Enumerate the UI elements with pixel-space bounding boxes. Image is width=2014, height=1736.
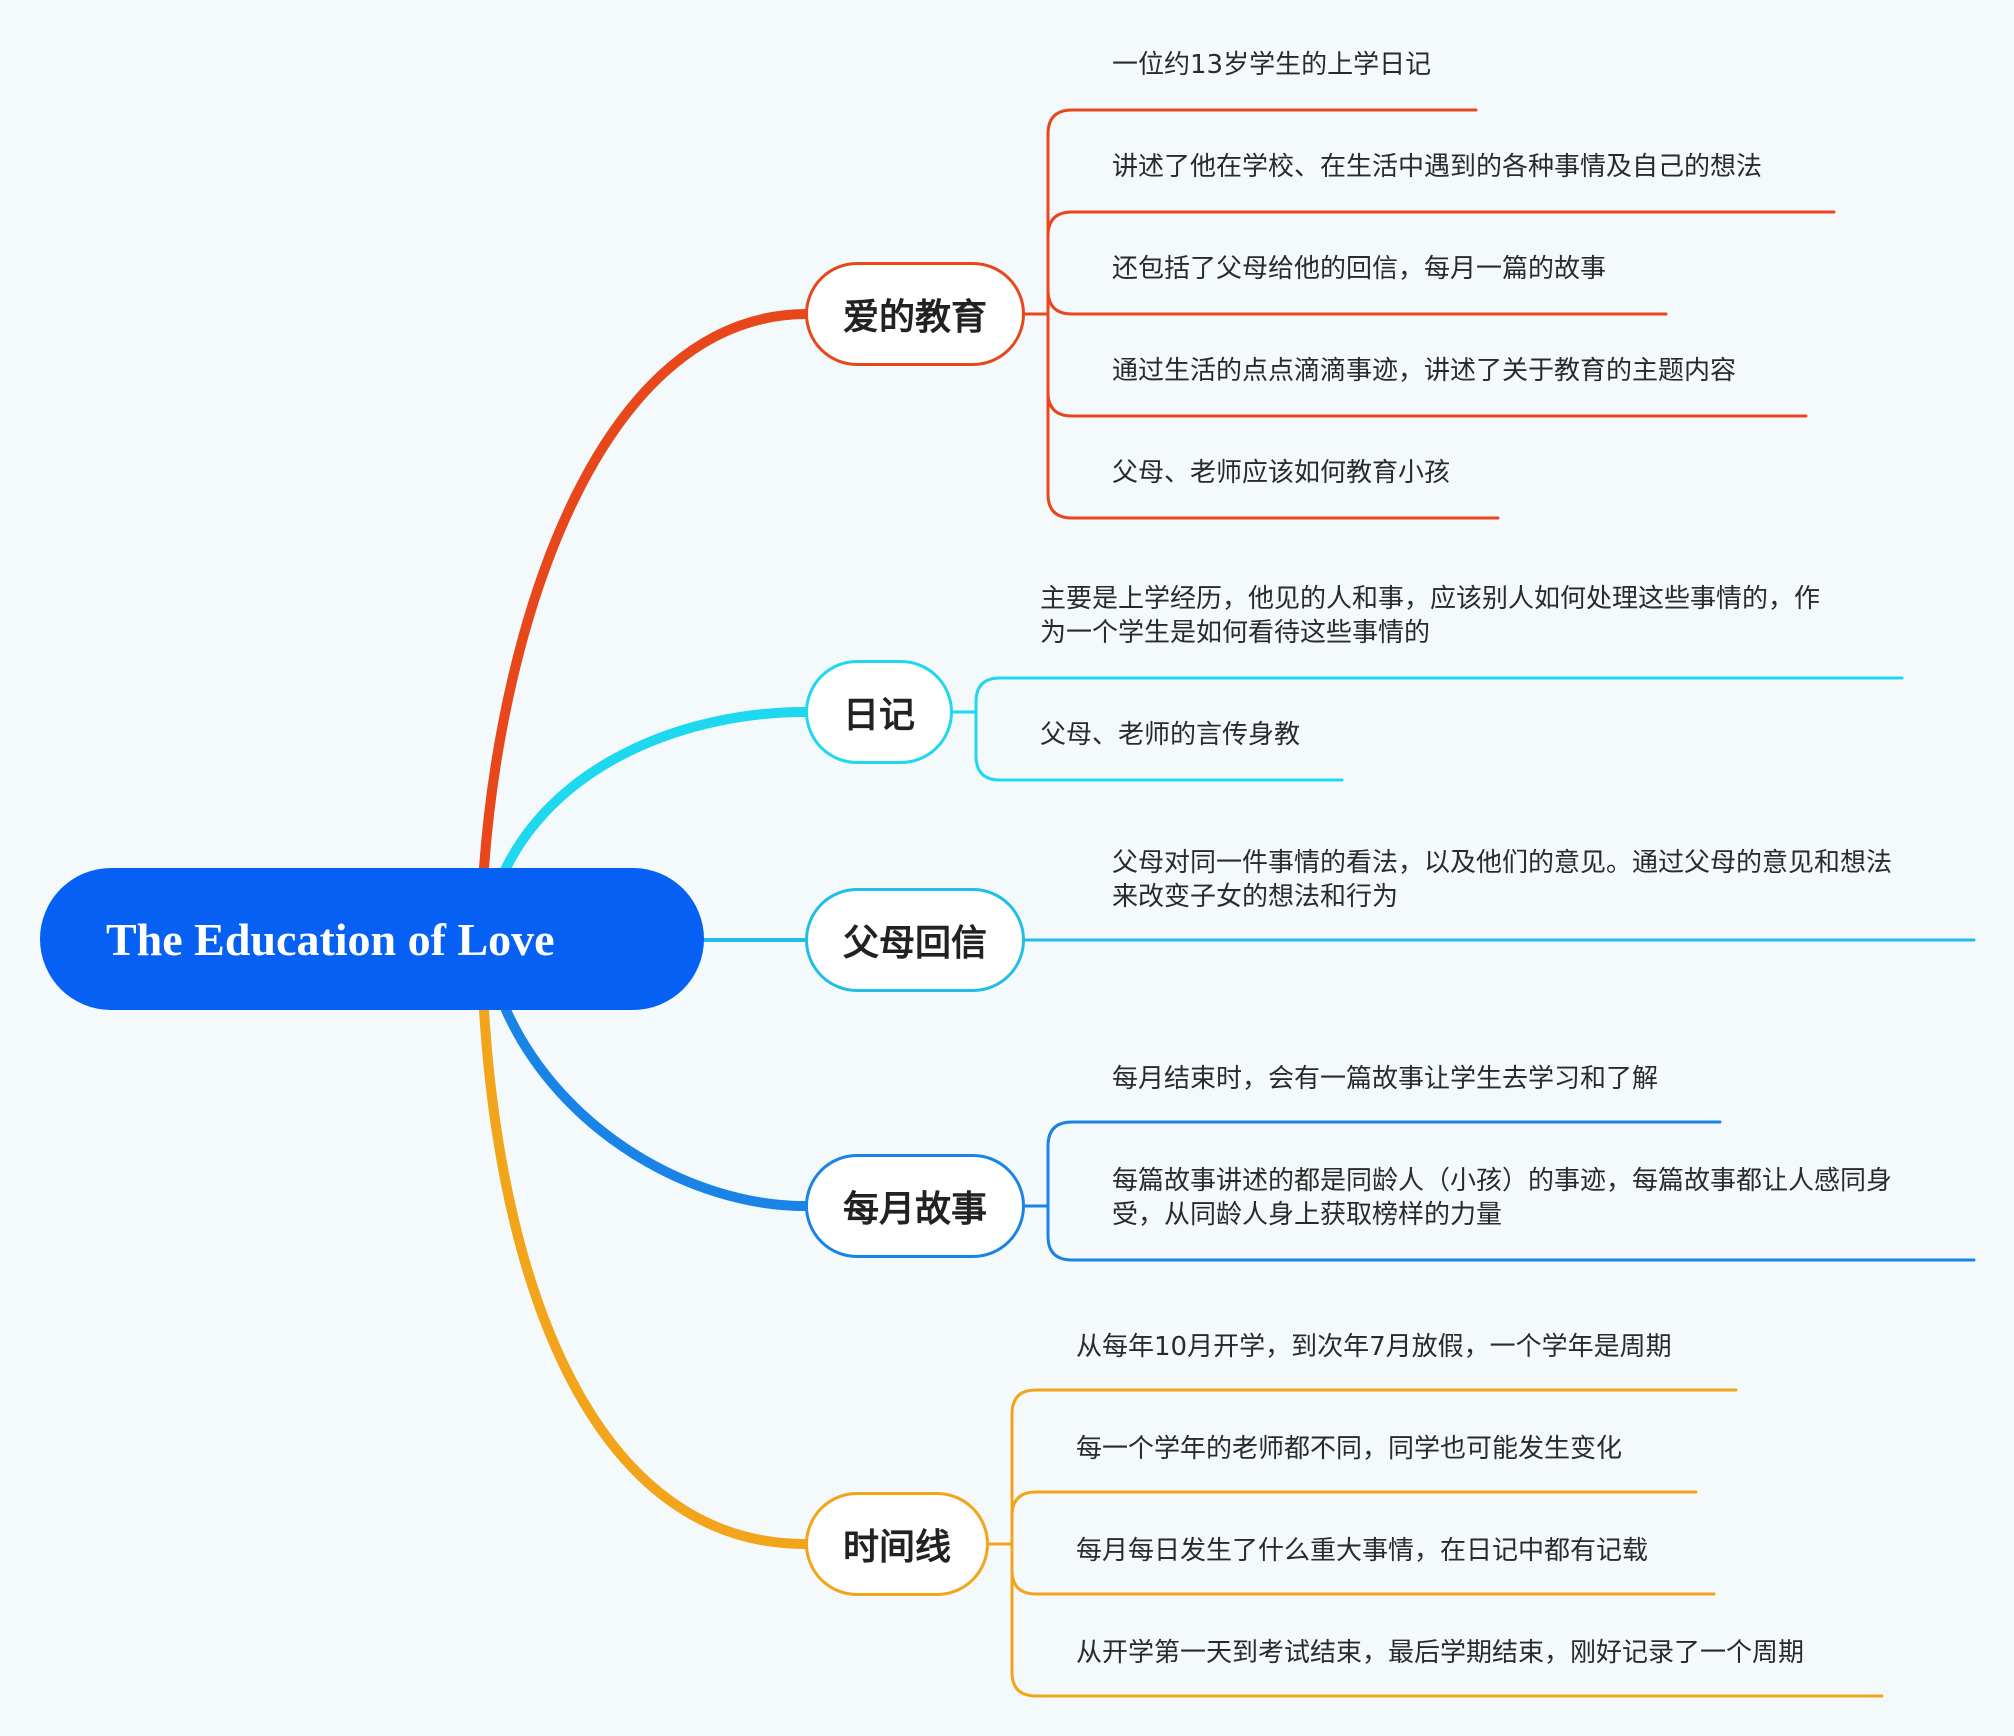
leaf-text[interactable]: 父母、老师的言传身教 [1040,720,1301,750]
leaf-text[interactable]: 从开学第一天到考试结束，最后学期结束，刚好记录了一个周期 [1076,1638,1805,1668]
leaf-connector-shijianxian-0 [1010,1388,1738,1546]
leaf-text[interactable]: 每一个学年的老师都不同，同学也可能发生变化 [1076,1434,1623,1464]
leaf-text[interactable]: 从每年10月开学，到次年7月放假，一个学年是周期 [1076,1332,1672,1362]
topic-label: 父母回信 [842,923,987,964]
leaf-text[interactable]: 每篇故事讲述的都是同龄人（小孩）的事迹，每篇故事都让人感同身 受，从同龄人身上获… [1112,1166,1893,1230]
leaf-text[interactable]: 每月每日发生了什么重大事情，在日记中都有记载 [1076,1536,1649,1566]
leaf-connector-meiyue-gushi-1 [1046,1204,1976,1262]
central-topic-label: The Education of Love [106,913,555,965]
leaf-connector-ai-de-jiaoyu-1 [1046,210,1836,316]
topic-fumu-huixin[interactable]: 父母回信 [805,888,1025,992]
topic-shijianxian[interactable]: 时间线 [805,1492,989,1596]
leaf-text[interactable]: 通过生活的点点滴滴事迹，讲述了关于教育的主题内容 [1112,356,1737,386]
topic-label: 时间线 [842,1527,951,1568]
topic-label: 每月故事 [842,1189,987,1230]
topic-label: 爱的教育 [842,297,987,338]
leaf-text[interactable]: 还包括了父母给他的回信，每月一篇的故事 [1112,254,1607,284]
topic-ai-de-jiaoyu[interactable]: 爱的教育 [805,262,1025,366]
leaf-connector-shijianxian-1 [1010,1490,1698,1546]
topic-meiyue-gushi[interactable]: 每月故事 [805,1154,1025,1258]
leaf-text[interactable]: 一位约13岁学生的上学日记 [1112,50,1432,80]
topic-label: 日记 [842,695,915,736]
branch-connector-riji [501,707,810,873]
leaf-text[interactable]: 每月结束时，会有一篇故事让学生去学习和了解 [1112,1064,1659,1094]
leaf-text[interactable]: 父母、老师应该如何教育小孩 [1112,458,1451,488]
leaf-text[interactable]: 父母对同一件事情的看法，以及他们的意见。通过父母的意见和想法 来改变子女的想法和… [1112,848,1893,912]
leaf-text[interactable]: 主要是上学经历，他见的人和事，应该别人如何处理这些事情的，作 为一个学生是如何看… [1040,584,1821,648]
leaf-connector-ai-de-jiaoyu-4 [1046,312,1500,520]
leaf-connector-shijianxian-3 [1010,1542,1884,1698]
branch-connector-ai-de-jiaoyu [479,309,810,873]
leaf-connector-meiyue-gushi-0 [1046,1120,1722,1208]
branch-connector-meiyue-gushi [501,1005,810,1211]
topic-riji[interactable]: 日记 [805,660,953,764]
central-topic[interactable]: The Education of Love [40,868,704,1010]
leaf-connector-ai-de-jiaoyu-0 [1046,108,1478,316]
leaf-connector-riji-0 [974,676,1904,714]
leaf-connector-riji-1 [974,710,1344,782]
leaf-text[interactable]: 讲述了他在学校、在生活中遇到的各种事情及自己的想法 [1112,152,1763,182]
leaf-connector-ai-de-jiaoyu-2 [1046,289,1668,316]
branch-connector-shijianxian [479,1005,810,1549]
